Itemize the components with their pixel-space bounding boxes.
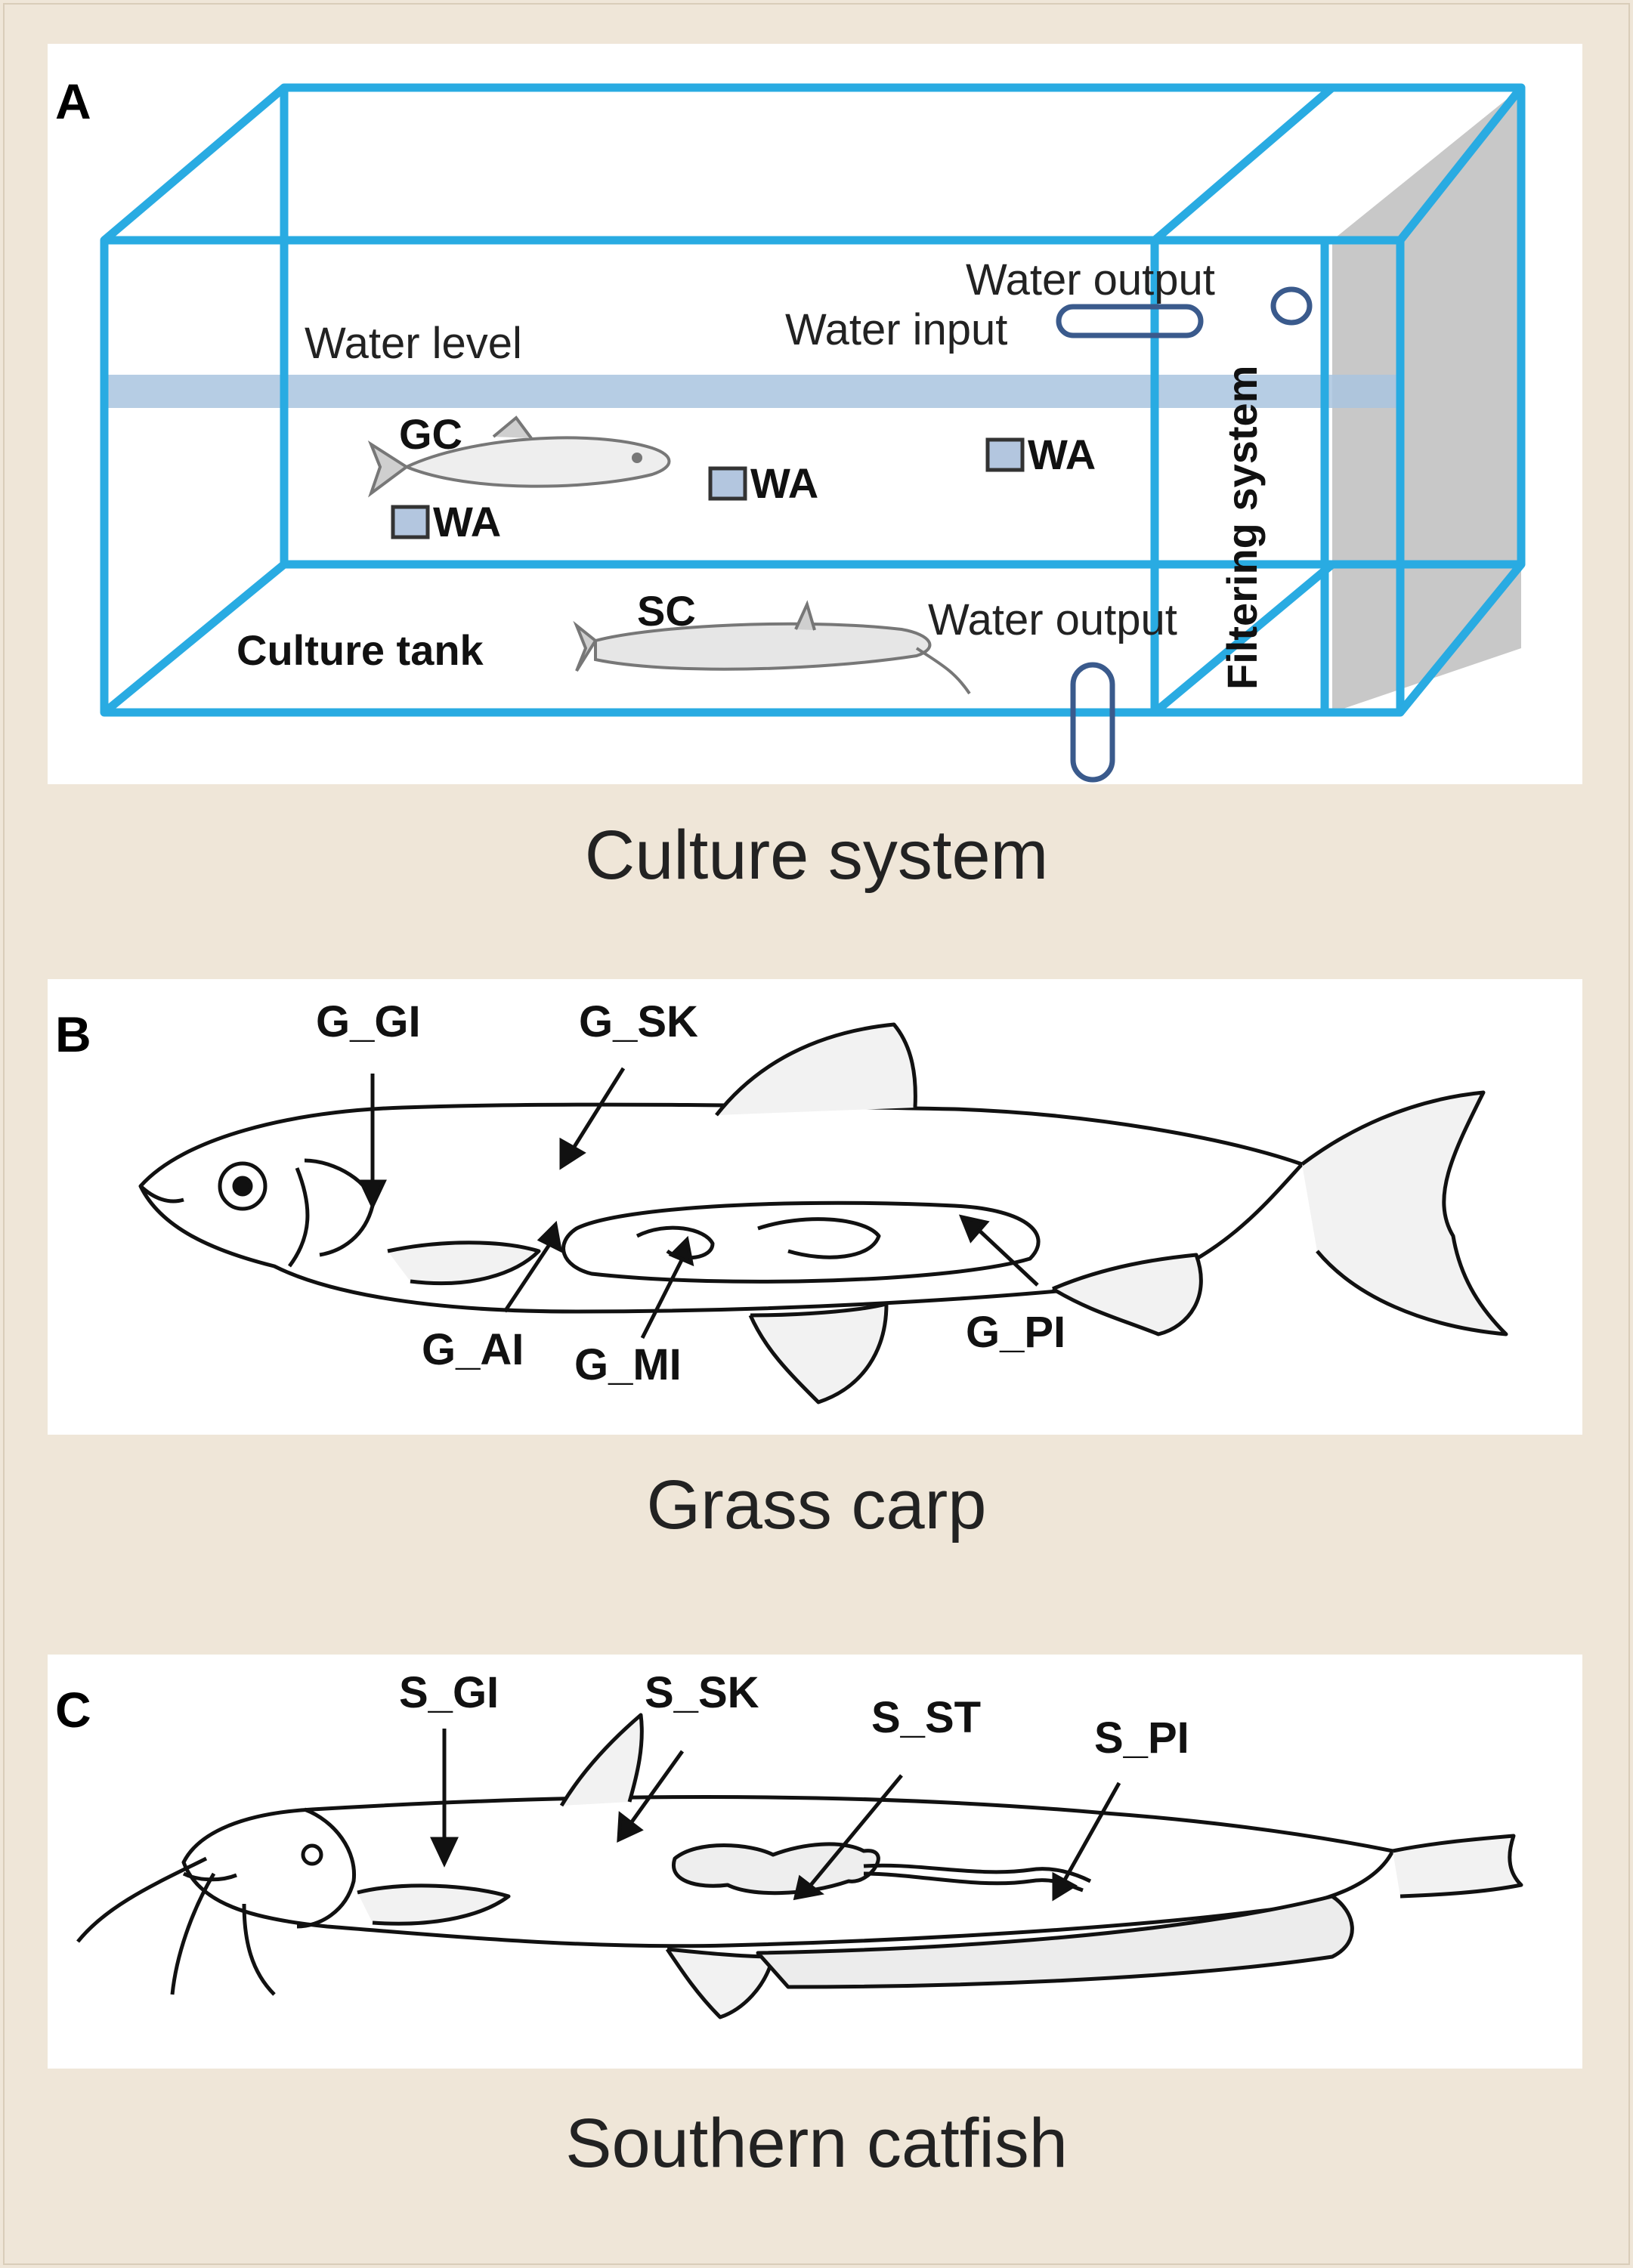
wa-label-1: WA (433, 498, 501, 545)
water-level-label: Water level (305, 319, 522, 368)
grass-carp-sketch (367, 416, 671, 498)
panel-letter-a: A (55, 73, 91, 129)
grass-carp-diagram: G_GI G_SK G_AI G_MI G_PI (138, 997, 1508, 1404)
g-sk-label: G_SK (579, 997, 698, 1046)
g-pi-label: G_PI (966, 1308, 1065, 1357)
grass-carp-outline (138, 1022, 1508, 1404)
wa-marker-3 (985, 437, 1025, 472)
grass-carp-arrows (358, 1067, 1039, 1339)
panel-grass-carp: G_GI G_SK G_AI G_MI G_PI B (48, 979, 1582, 1435)
caption-southern-catfish: Southern catfish (565, 2105, 1068, 2182)
wa-marker-2 (708, 466, 747, 501)
s-sk-label: S_SK (645, 1668, 759, 1717)
water-output-top-pipe (1270, 286, 1313, 326)
wa-label-3: WA (1028, 431, 1096, 478)
g-mi-label: G_MI (574, 1340, 682, 1389)
g-gi-label: G_GI (316, 997, 421, 1046)
caption-grass-carp: Grass carp (646, 1466, 987, 1543)
water-output-top-label: Water output (966, 255, 1215, 304)
water-input-pipe (1056, 304, 1204, 338)
southern-catfish-arrows (430, 1729, 1121, 1902)
tank-edges (100, 83, 1526, 717)
wa-markers (391, 437, 1025, 539)
water-input-label: Water input (785, 305, 1007, 354)
gc-label: GC (399, 410, 462, 458)
panel-culture-system: Water output Water input Water level Fil… (48, 44, 1582, 784)
panel-letter-c: C (55, 1682, 91, 1738)
figure-frame (3, 3, 1630, 2265)
g-ai-label: G_AI (422, 1325, 524, 1374)
pipes (1056, 286, 1313, 783)
wa-label-2: WA (750, 459, 818, 507)
southern-catfish-sketch (573, 600, 971, 695)
wa-marker-1 (391, 505, 430, 539)
s-gi-label: S_GI (399, 1668, 499, 1717)
water-level-band (104, 375, 1400, 408)
water-output-bottom-pipe (1070, 662, 1115, 783)
s-st-label: S_ST (871, 1693, 981, 1742)
caption-culture-system: Culture system (584, 817, 1049, 894)
southern-catfish-diagram: S_GI S_SK S_ST S_PI (76, 1668, 1523, 2019)
filtering-system-label: Filtering system (1218, 366, 1266, 690)
panel-southern-catfish: S_GI S_SK S_ST S_PI C (48, 1655, 1582, 2069)
water-output-bottom-label: Water output (928, 595, 1177, 644)
southern-catfish-outline (76, 1713, 1523, 2019)
culture-tank-label: Culture tank (237, 626, 484, 674)
panel-letter-b: B (55, 1006, 91, 1062)
culture-tank-diagram: Water output Water input Water level Fil… (100, 83, 1526, 783)
sc-label: SC (637, 587, 696, 635)
s-pi-label: S_PI (1094, 1713, 1189, 1763)
